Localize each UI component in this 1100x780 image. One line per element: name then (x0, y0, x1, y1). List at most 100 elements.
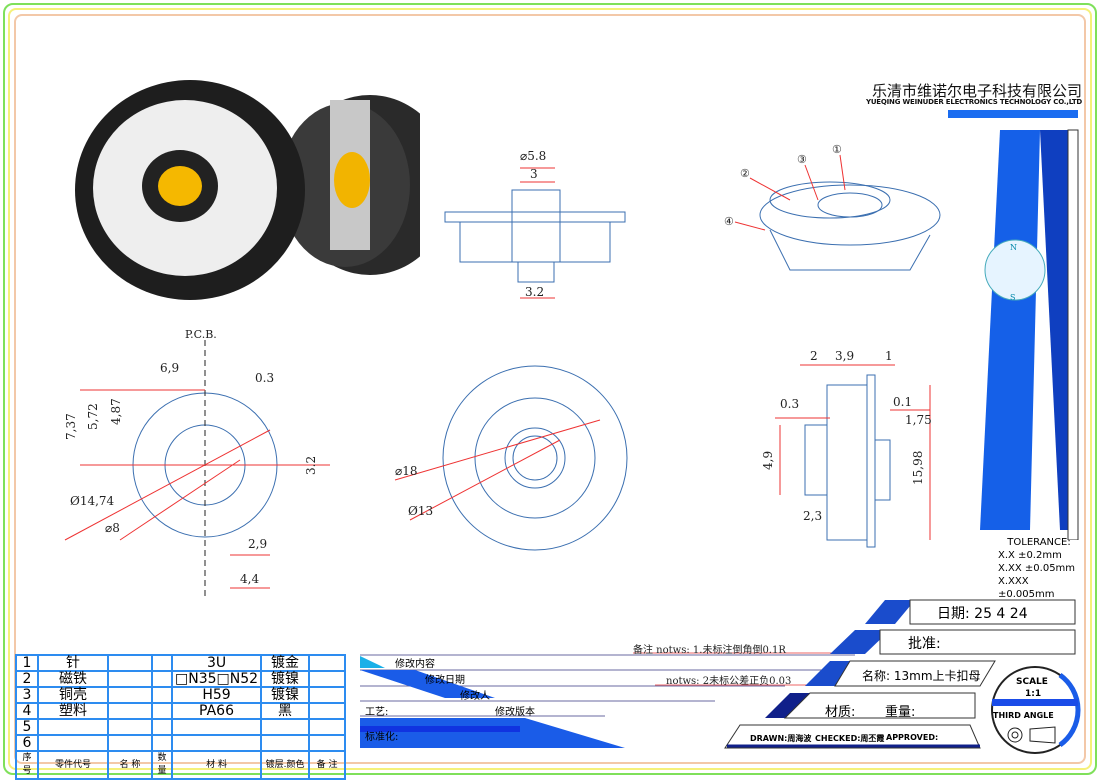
svg-text:2: 2 (810, 349, 818, 363)
rev-content: 修改内容 (395, 659, 435, 670)
svg-text:Ø14,74: Ø14,74 (70, 494, 115, 508)
svg-text:1,75: 1,75 (905, 413, 932, 427)
svg-text:③: ③ (797, 153, 807, 166)
cell-note (308, 670, 347, 688)
svg-text:15,98: 15,98 (911, 451, 925, 485)
cell-code: 塑料 (37, 702, 109, 720)
svg-text:5,72: 5,72 (86, 403, 100, 430)
parts-header: 镀层.颜色 (260, 750, 311, 780)
checked-by: CHECKED:周丕霞 (815, 734, 885, 743)
approved-by: APPROVED: (886, 733, 939, 742)
cell-qty (151, 734, 173, 752)
svg-text:7,37: 7,37 (64, 413, 78, 440)
svg-text:②: ② (740, 167, 750, 180)
cell-mat: 3U (170, 654, 263, 672)
note-2: notws: 2未标公差正负0.03 (666, 676, 792, 687)
svg-text:2,9: 2,9 (248, 537, 267, 551)
rev-standard: 标准化: (365, 732, 399, 743)
svg-text:4,4: 4,4 (240, 572, 259, 586)
cell-name (107, 734, 153, 752)
company-name-cn: 乐清市维诺尔电子科技有限公司 (871, 82, 1082, 100)
cell-no: 1 (15, 654, 39, 672)
svg-text:N: N (1010, 243, 1017, 252)
cell-name (107, 718, 153, 736)
svg-text:Ø13: Ø13 (408, 504, 433, 518)
parts-header: 材 料 (170, 750, 263, 780)
scale-label: SCALE (1016, 677, 1048, 687)
material-field: 材质: (825, 705, 856, 720)
svg-text:0.1: 0.1 (893, 395, 912, 409)
scale-value: 1:1 (1025, 689, 1042, 699)
cell-finish: 黑 (260, 702, 311, 720)
svg-text:①: ① (832, 143, 842, 156)
cell-no: 4 (15, 702, 39, 720)
rev-date: 修改日期 (425, 675, 465, 686)
cell-no: 2 (15, 670, 39, 688)
cell-finish (260, 718, 311, 736)
cell-qty (151, 686, 173, 704)
cell-note (308, 734, 347, 752)
cell-qty (151, 702, 173, 720)
cell-mat (170, 718, 263, 736)
cell-name (107, 654, 153, 672)
cell-code: 磁铁 (37, 670, 109, 688)
weight-field: 重量: (885, 705, 916, 720)
cell-note (308, 654, 347, 672)
svg-text:0.3: 0.3 (780, 397, 799, 411)
dim-top-w: 3 (530, 167, 538, 181)
part-name-field: 名称: 13mm上卡扣母 (862, 669, 981, 683)
technical-drawing: ⌀5.8 3 3.2 ① ③ ② ④ P.C.B. 6,9 0.3 7,37 5… (64, 143, 941, 600)
cell-note (308, 702, 347, 720)
cell-name (107, 670, 153, 688)
svg-text:P.C.B.: P.C.B. (185, 328, 217, 341)
cell-finish: 镀镍 (260, 686, 311, 704)
cell-note (308, 686, 347, 704)
product-render (75, 80, 420, 300)
parts-header: 名 称 (107, 750, 153, 780)
parts-header: 数量 (151, 750, 173, 780)
cell-finish: 镀镍 (260, 670, 311, 688)
svg-text:S: S (1010, 293, 1015, 302)
cell-code: 针 (37, 654, 109, 672)
rev-version: 修改版本 (495, 707, 535, 718)
cell-qty (151, 670, 173, 688)
cell-code (37, 718, 109, 736)
parts-header: 零件代号 (37, 750, 109, 780)
parts-row: 5 (15, 718, 347, 736)
cell-no: 3 (15, 686, 39, 704)
svg-text:6,9: 6,9 (160, 361, 179, 375)
cell-code (37, 734, 109, 752)
dim-top-dia: ⌀5.8 (520, 149, 546, 163)
middle-frame (8, 8, 1092, 770)
date-field: 日期: 25 4 24 (937, 606, 1028, 622)
svg-text:④: ④ (724, 215, 734, 228)
svg-text:⌀8: ⌀8 (105, 521, 120, 535)
cell-no: 5 (15, 718, 39, 736)
svg-text:3,9: 3,9 (835, 349, 854, 363)
cell-no: 6 (15, 734, 39, 752)
drawn-by: DRAWN:周海波 (750, 734, 812, 743)
cell-qty (151, 654, 173, 672)
parts-header-row: 序号零件代号名 称数量材 料镀层.颜色备 注 (15, 750, 347, 780)
svg-text:0.3: 0.3 (255, 371, 274, 385)
projection-label: THIRD ANGLE (993, 711, 1054, 720)
rev-person: 修改人 (460, 691, 490, 702)
cell-mat: H59 (170, 686, 263, 704)
cell-name (107, 702, 153, 720)
svg-text:2,3: 2,3 (803, 509, 822, 523)
outer-frame (3, 3, 1097, 775)
decorative-band: NS (948, 110, 1079, 540)
cell-qty (151, 718, 173, 736)
svg-text:1: 1 (885, 349, 893, 363)
note-1: 备注 notws: 1.未标注倒角倒0.1R (633, 645, 786, 656)
cell-mat (170, 734, 263, 752)
cell-name (107, 686, 153, 704)
cell-note (308, 718, 347, 736)
title-block-graphics (360, 599, 1081, 754)
